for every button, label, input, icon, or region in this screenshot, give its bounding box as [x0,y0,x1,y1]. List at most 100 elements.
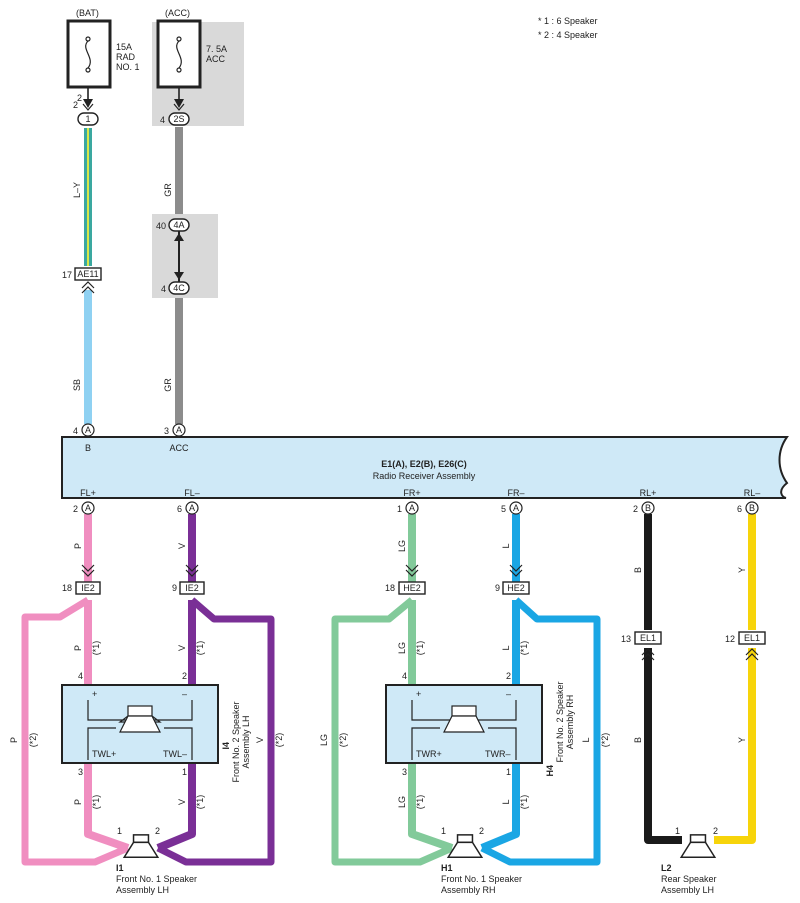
fuse-rad-no1: (BAT) 15A RAD NO. 1 2 [66,8,140,111]
wire-v-main [156,514,196,852]
tweeter-lh-id: I4 [221,742,231,750]
radio-pin-fl-plus-label: FL+ [80,488,96,498]
speaker-front-rh-pin-2: 2 [479,826,484,836]
wire-label-p-2: P [73,645,83,651]
fuse-rad-name-3: NO. 1 [116,62,140,72]
tweeter-rh-minus: – [506,689,511,699]
connector-he2-9-id: HE2 [507,583,525,593]
wire-label-y-1: Y [737,567,747,573]
tweeter-lh-minus: – [182,689,187,699]
wire-label-p-bypass: P [9,737,19,743]
radio-pin-fl-minus: FL– A 6 [177,488,200,515]
connector-ae11: AE11 17 [62,267,102,294]
tweeter-lh-pin-3: 3 [78,767,83,777]
mark1-lg-lower: (*1) [415,795,425,810]
radio-pin-fr-minus: FR– A 5 [501,488,525,515]
radio-pin-rl-minus: RL– B 6 [737,488,761,515]
connector-ie2-18-id: IE2 [81,583,95,593]
connector-el1-12: EL1 12 [725,631,766,661]
wire-label-v-3: V [177,799,187,805]
mark1-p-lower: (*1) [91,795,101,810]
wire-label-v-bypass: V [255,737,265,743]
wire-label-l-3: L [501,799,511,804]
radio-receiver-assembly: E1(A), E2(B), E26(C) Radio Receiver Asse… [61,436,789,499]
wire-label-b-2: B [633,737,643,743]
wire-label-v-1: V [177,543,187,549]
fuse-acc-name-1: 7. 5A [206,44,227,54]
speaker-front-rh: 1 2 H1 Front No. 1 Speaker Assembly RH [441,826,522,895]
tweeter-rh-name-1: Front No. 2 Speaker [555,681,565,762]
connector-he2-18: HE2 18 [385,564,426,595]
radio-pin-fr-plus-label: FR+ [403,488,420,498]
radio-pin-fr-minus-label: FR– [507,488,524,498]
radio-pin-acc-label: ACC [169,443,189,453]
connector-2s: 2S 4 [160,112,190,126]
wire-y [714,514,756,844]
radio-pin-rl-plus-num: 2 [633,504,638,514]
connector-4a-pin: 40 [156,221,166,231]
mark1-p-upper: (*1) [91,641,101,656]
wire-label-lg-2: LG [397,642,407,654]
radio-pin-rl-plus-letter: B [645,503,651,513]
connector-ie2-9-id: IE2 [185,583,199,593]
radio-title: E1(A), E2(B), E26(C) [381,459,467,469]
radio-pin-fr-minus-num: 5 [501,504,506,514]
wire-l-bypass [480,597,601,866]
connector-ae11-id: AE11 [77,269,98,279]
speaker-rear-lh-name-1: Rear Speaker [661,874,717,884]
connector-el1-12-id: EL1 [744,633,760,643]
radio-pin-fl-minus-num: 6 [177,504,182,514]
connector-he2-18-pin: 18 [385,583,395,593]
connector-he2-9: HE2 9 [495,564,530,595]
mark1-l-upper: (*1) [519,641,529,656]
tweeter-rh-name-2: Assembly RH [565,695,575,750]
speaker-rear-lh-pin-2: 2 [713,826,718,836]
fuse-rad-name-2: RAD [116,52,136,62]
radio-pin-rl-plus-label: RL+ [640,488,657,498]
connector-ie2-9: IE2 9 [172,564,205,595]
tweeter-lh-plus: + [92,689,97,699]
radio-pin-rl-minus-letter: B [749,503,755,513]
wire-p-bypass [21,597,130,866]
radio-pin-b-label: B [85,443,91,453]
radio-pin-rl-minus-label: RL– [744,488,761,498]
wire-label-lg-1: LG [397,540,407,552]
radio-pin-rl-plus: RL+ B 2 [633,488,657,515]
radio-pin-fr-plus: FR+ A 1 [397,488,421,515]
mark2-v: (*2) [274,733,284,748]
mark2-l: (*2) [600,733,610,748]
speaker-rear-lh-pin-1: 1 [675,826,680,836]
speaker-front-rh-name-1: Front No. 1 Speaker [441,874,522,884]
connector-4c-id: 4C [173,283,185,293]
connector-1: 1 2 [73,100,99,126]
fuse-rad-name-1: 15A [116,42,132,52]
speaker-front-rh-pin-1: 1 [441,826,446,836]
mark2-lg: (*2) [338,733,348,748]
wire-label-b-1: B [633,567,643,573]
tweeter-lh-tw-plus: TWL+ [92,749,116,759]
connector-el1-13-pin: 13 [621,634,631,644]
radio-pin-fl-minus-label: FL– [184,488,200,498]
tweeter-rh: + – 4 2 3 1 TWR+ TWR– H4 Front No. 2 Spe… [385,671,575,777]
speaker-rear-lh-id: L2 [661,863,672,873]
radio-pin-rl-minus-num: 6 [737,504,742,514]
mark2-p: (*2) [28,733,38,748]
speaker-front-lh-id: I1 [116,863,124,873]
tweeter-rh-pin-3: 3 [402,767,407,777]
speaker-front-lh: 1 2 I1 Front No. 1 Speaker Assembly LH [116,826,197,895]
tweeter-lh-name-1: Front No. 2 Speaker [231,701,241,782]
fuse-acc-name-2: ACC [206,54,226,64]
junction-4a-4c: 4A 40 4C 4 [152,214,218,298]
radio-pin-fl-plus-num: 2 [73,504,78,514]
connector-2s-pin: 4 [160,115,165,125]
mark1-v-upper: (*1) [195,641,205,656]
wire-lg-bypass [331,597,454,866]
wire-b [644,514,682,844]
speaker-front-lh-name-1: Front No. 1 Speaker [116,874,197,884]
connector-el1-12-pin: 12 [725,634,735,644]
radio-pin-fl-plus-letter: A [85,503,91,513]
radio-pin-acc: A 3 ACC [164,423,189,453]
radio-pin-b-num: 4 [73,426,78,436]
tweeter-lh-tw-minus: TWL– [163,749,187,759]
wire-label-lg-bypass: LG [319,734,329,746]
